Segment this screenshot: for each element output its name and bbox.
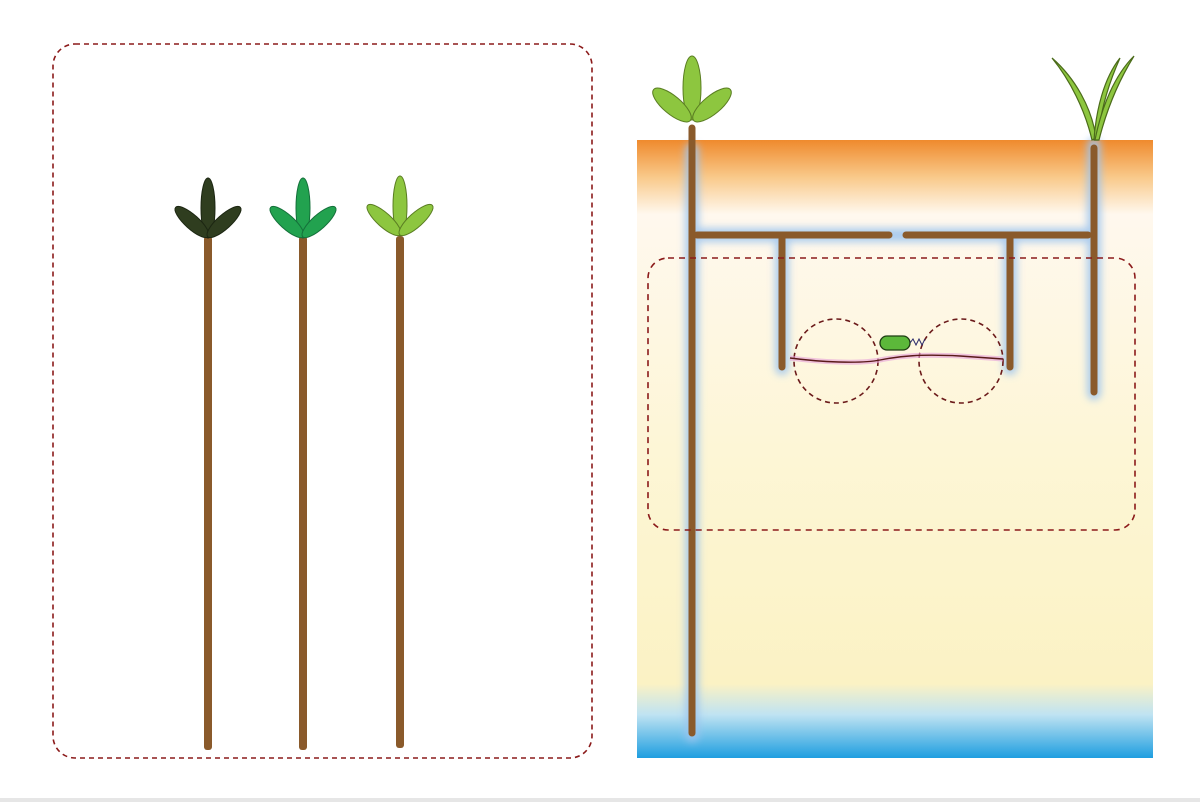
bacterium	[879, 335, 926, 351]
plant-dark-green	[174, 177, 242, 750]
leaf	[206, 205, 242, 239]
grass-plant	[1051, 55, 1135, 141]
rhizosphere-dashed-frame	[647, 257, 1136, 531]
right-panel	[637, 55, 1153, 758]
bacterium-icon	[879, 335, 911, 351]
zoom-circle-right	[918, 318, 1004, 404]
leaf	[682, 55, 702, 121]
leaf	[392, 175, 408, 237]
stem	[396, 236, 404, 748]
roots	[688, 124, 1098, 737]
stem	[299, 236, 307, 750]
left-panel	[52, 43, 593, 759]
bottom-border	[0, 798, 1200, 802]
soil-profile	[637, 140, 1153, 758]
plant-medium-green	[269, 177, 337, 750]
flagellum	[909, 337, 926, 347]
left-dashed-frame	[52, 43, 593, 759]
leaf	[652, 87, 692, 123]
root-hair-connection	[789, 354, 1004, 363]
leaf	[295, 177, 311, 239]
plant-light-green	[366, 175, 434, 748]
leaf	[692, 87, 732, 123]
seedling	[652, 55, 732, 123]
leaf	[301, 205, 337, 239]
leaf	[200, 177, 216, 239]
stem	[204, 236, 212, 750]
leaf	[398, 203, 434, 237]
